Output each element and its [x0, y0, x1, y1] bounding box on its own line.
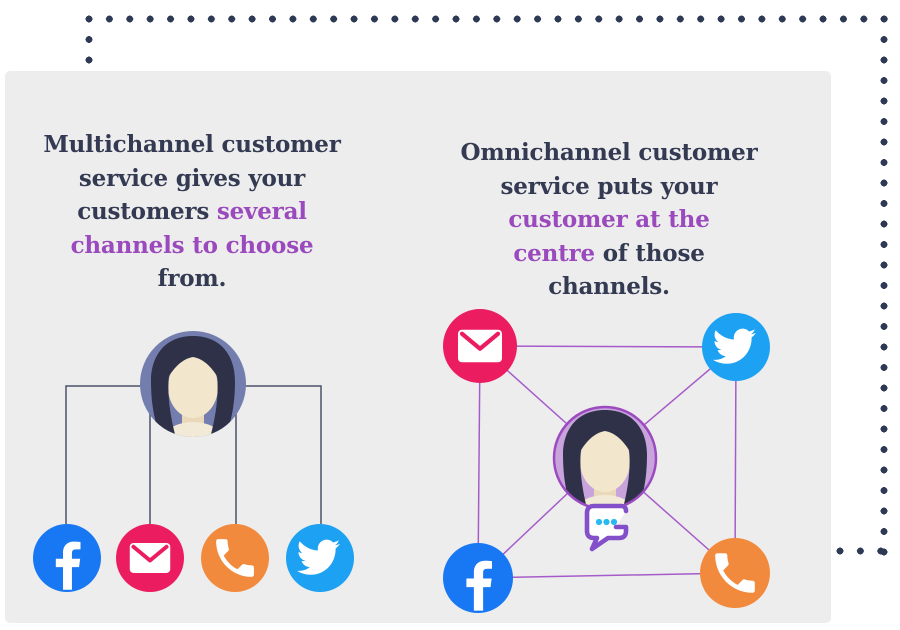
dotted-border-top — [85, 15, 891, 23]
speech-bubble-icon — [584, 503, 629, 552]
hair — [151, 336, 235, 437]
facebook-icon — [443, 543, 513, 613]
email-icon — [443, 309, 517, 383]
typing-dots — [595, 518, 618, 526]
dotted-border-left — [85, 15, 93, 67]
email-icon — [116, 524, 184, 592]
phone-icon — [700, 538, 770, 608]
dotted-border-bottom-right — [836, 547, 889, 555]
customer-avatar — [140, 331, 246, 437]
omnichannel-diagram — [443, 309, 770, 613]
customer-avatar — [552, 405, 658, 511]
twitter-icon — [286, 524, 354, 592]
facebook-icon — [33, 524, 101, 592]
multichannel-diagram — [33, 331, 354, 592]
hair — [563, 410, 647, 509]
dotted-border-right — [880, 15, 888, 560]
phone-icon — [201, 524, 269, 592]
twitter-icon — [702, 313, 770, 381]
